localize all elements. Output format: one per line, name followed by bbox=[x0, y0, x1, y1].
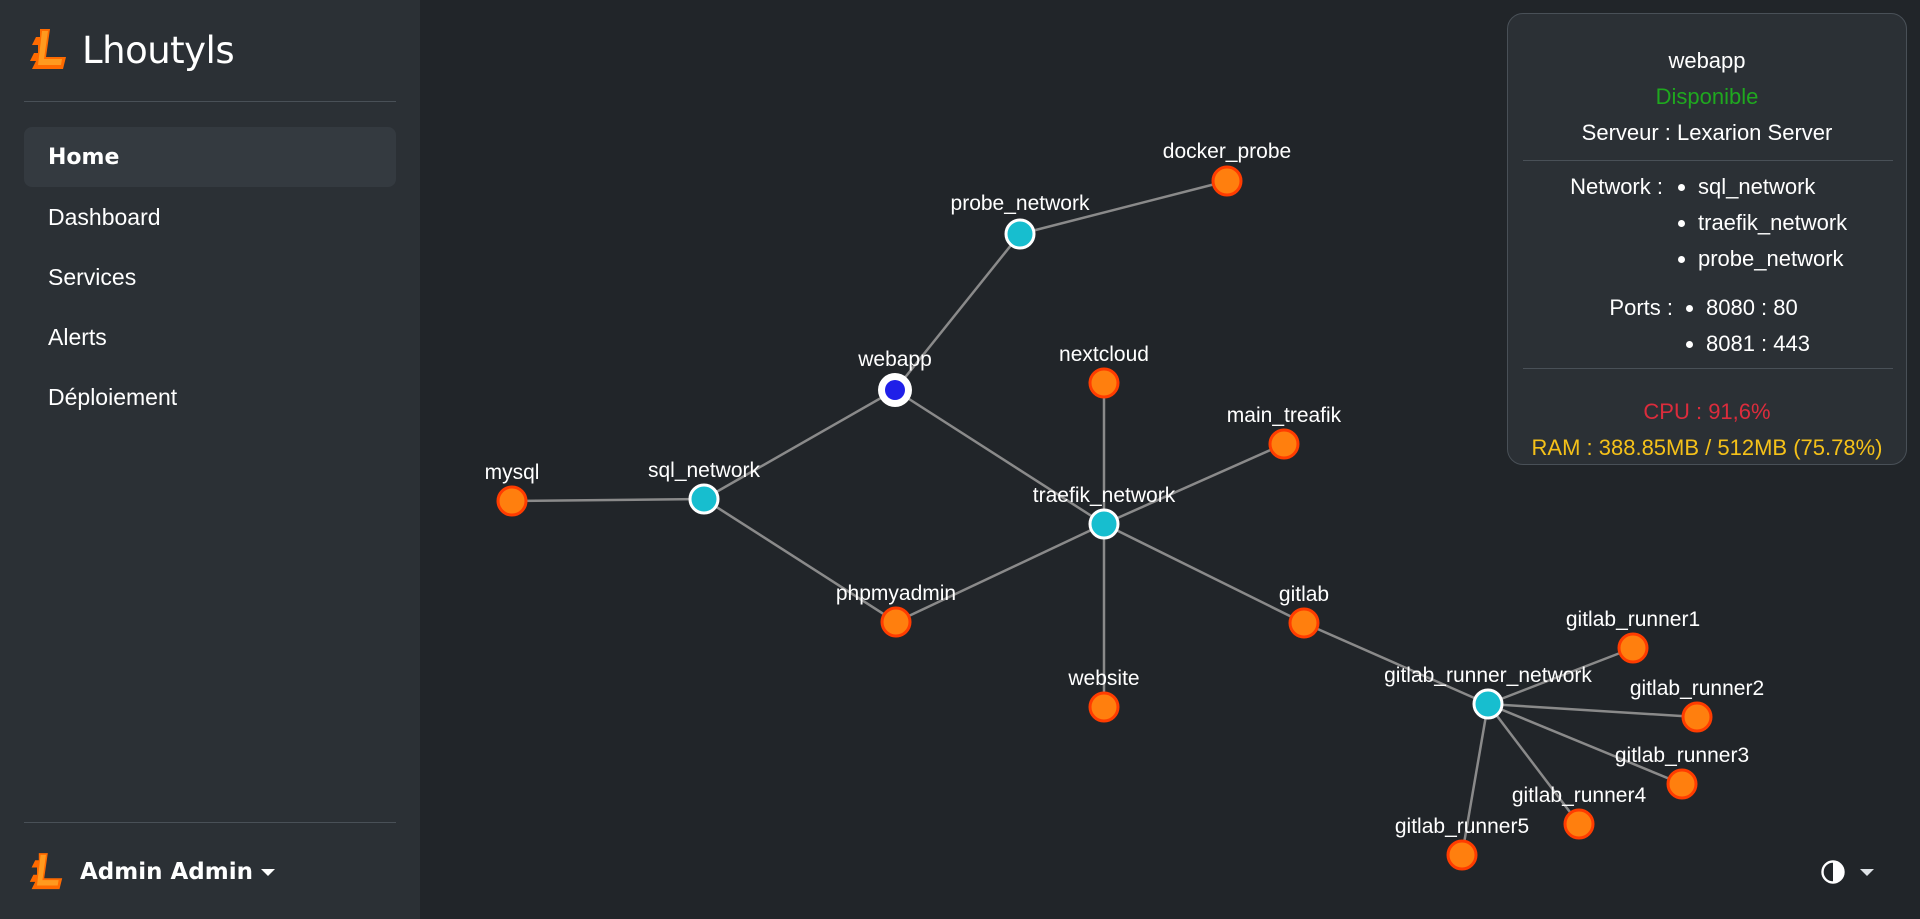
brand-logo-icon bbox=[30, 29, 66, 69]
graph-edge bbox=[894, 233, 1021, 391]
graph-edge bbox=[1103, 522, 1305, 625]
network-list-item: traefik_network bbox=[1678, 208, 1847, 244]
graph-node-label: docker_probe bbox=[1163, 140, 1291, 163]
graph-node-label: gitlab_runner3 bbox=[1615, 744, 1749, 767]
graph-node-mysql[interactable]: mysql bbox=[485, 461, 540, 517]
graph-node-label: gitlab_runner2 bbox=[1630, 677, 1764, 700]
sidebar-divider-bottom bbox=[24, 822, 396, 823]
graph-node-label: main_treafik bbox=[1227, 404, 1342, 427]
graph-node-label: gitlab bbox=[1279, 583, 1329, 606]
graph-edge bbox=[703, 388, 896, 501]
sidebar-item-dashboard[interactable]: Dashboard bbox=[48, 203, 161, 230]
chevron-down-icon bbox=[260, 868, 275, 876]
ram-usage: RAM : 388.85MB / 512MB (75.78%) bbox=[1531, 435, 1883, 460]
sidebar: Lhoutyls Home Dashboard Services Alerts … bbox=[0, 0, 420, 919]
graph-node-gitlab-runner1[interactable]: gitlab_runner1 bbox=[1566, 608, 1700, 664]
sidebar-nav: Home Dashboard Services Alerts Déploieme… bbox=[24, 127, 396, 427]
network-graph[interactable]: webapp probe_network docker_probe nextcloud… bbox=[420, 0, 1920, 919]
ports-list-item: 8080 : 80 bbox=[1686, 293, 1810, 329]
graph-node-probe-network[interactable]: probe_network bbox=[951, 192, 1090, 250]
graph-nodes: webapp probe_network docker_probe nextcloud… bbox=[485, 140, 1764, 871]
graph-node-label: gitlab_runner_network bbox=[1384, 664, 1592, 687]
sidebar-item-services[interactable]: Services bbox=[48, 263, 137, 290]
network-list-item: sql_network bbox=[1678, 172, 1847, 208]
graph-node-nextcloud[interactable]: nextcloud bbox=[1059, 343, 1149, 399]
service-status: Disponible bbox=[1655, 84, 1759, 109]
graph-node-label: gitlab_runner5 bbox=[1395, 815, 1529, 838]
network-list-item: probe_network bbox=[1678, 244, 1847, 280]
graph-node-label: nextcloud bbox=[1059, 343, 1149, 366]
cpu-usage: CPU : 91,6% bbox=[1643, 399, 1771, 424]
service-title: webapp bbox=[1668, 48, 1746, 73]
graph-node-main-treafik[interactable]: main_treafik bbox=[1227, 404, 1342, 460]
graph-edge bbox=[1487, 703, 1580, 825]
brand[interactable]: Lhoutyls bbox=[28, 26, 235, 74]
user-name: Admin Admin bbox=[80, 859, 253, 885]
sidebar-item-deploiement[interactable]: Déploiement bbox=[48, 383, 178, 410]
graph-edge bbox=[703, 497, 897, 624]
service-server: Serveur : Lexarion Server bbox=[1581, 120, 1833, 145]
graph-edge bbox=[895, 522, 1105, 624]
graph-node-webapp[interactable]: webapp bbox=[857, 348, 932, 407]
graph-node-gitlab-runner2[interactable]: gitlab_runner2 bbox=[1630, 677, 1764, 733]
contrast-icon bbox=[1821, 860, 1845, 884]
network-label: Network : bbox=[1570, 174, 1663, 199]
graph-edge bbox=[1103, 442, 1285, 526]
graph-node-sql-network[interactable]: sql_network bbox=[648, 459, 761, 515]
graph-edge bbox=[1303, 621, 1489, 706]
graph-node-label: traefik_network bbox=[1033, 484, 1176, 507]
graph-node-label: gitlab_runner1 bbox=[1566, 608, 1700, 631]
ports-label: Ports : bbox=[1609, 295, 1673, 320]
ports-list-item: 8081 : 443 bbox=[1686, 329, 1810, 365]
graph-edge bbox=[1487, 702, 1683, 786]
panel-divider bbox=[1523, 368, 1893, 369]
graph-node-label: probe_network bbox=[951, 192, 1090, 215]
ports-list: 8080 : 80 8081 : 443 bbox=[1686, 293, 1810, 365]
graph-edge bbox=[1019, 179, 1228, 236]
graph-node-label: sql_network bbox=[648, 459, 761, 482]
graph-node-label: mysql bbox=[485, 461, 540, 484]
graph-edge bbox=[1460, 703, 1490, 856]
graph-node-gitlab[interactable]: gitlab bbox=[1279, 583, 1329, 639]
graph-node-label: website bbox=[1067, 667, 1139, 690]
graph-edge bbox=[894, 388, 1105, 526]
graph-node-traefik-network[interactable]: traefik_network bbox=[1033, 484, 1176, 540]
graph-node-gitlab-runner4[interactable]: gitlab_runner4 bbox=[1512, 784, 1647, 840]
graph-node-gitlab-runner3[interactable]: gitlab_runner3 bbox=[1615, 744, 1749, 800]
brand-name: Lhoutyls bbox=[82, 28, 235, 72]
network-list: sql_network traefik_network probe_networ… bbox=[1678, 172, 1847, 280]
graph-node-label: webapp bbox=[857, 348, 932, 371]
chevron-down-icon bbox=[1860, 868, 1874, 876]
graph-edge bbox=[1487, 702, 1698, 719]
graph-node-gitlab-runner5[interactable]: gitlab_runner5 bbox=[1395, 815, 1529, 871]
graph-node-gitlab-runner-network[interactable]: gitlab_runner_network bbox=[1384, 664, 1592, 720]
user-avatar-icon bbox=[29, 853, 63, 890]
graph-node-docker-probe[interactable]: docker_probe bbox=[1163, 140, 1291, 197]
graph-edge bbox=[511, 497, 705, 503]
graph-edge bbox=[1487, 646, 1634, 706]
user-menu-toggle[interactable]: Admin Admin bbox=[28, 848, 275, 896]
graph-node-website[interactable]: website bbox=[1067, 667, 1140, 723]
graph-edges bbox=[511, 179, 1698, 856]
graph-node-label: gitlab_runner4 bbox=[1512, 784, 1647, 807]
graph-node-phpmyadmin[interactable]: phpmyadmin bbox=[836, 582, 956, 638]
panel-divider bbox=[1523, 160, 1893, 161]
service-info-panel: webapp Disponible Serveur : Lexarion Ser… bbox=[1507, 13, 1907, 465]
graph-node-label: phpmyadmin bbox=[836, 582, 956, 605]
sidebar-item-alerts[interactable]: Alerts bbox=[48, 323, 107, 350]
sidebar-divider bbox=[24, 101, 396, 102]
theme-toggle[interactable] bbox=[1820, 858, 1874, 886]
sidebar-item-home[interactable]: Home bbox=[24, 127, 396, 187]
